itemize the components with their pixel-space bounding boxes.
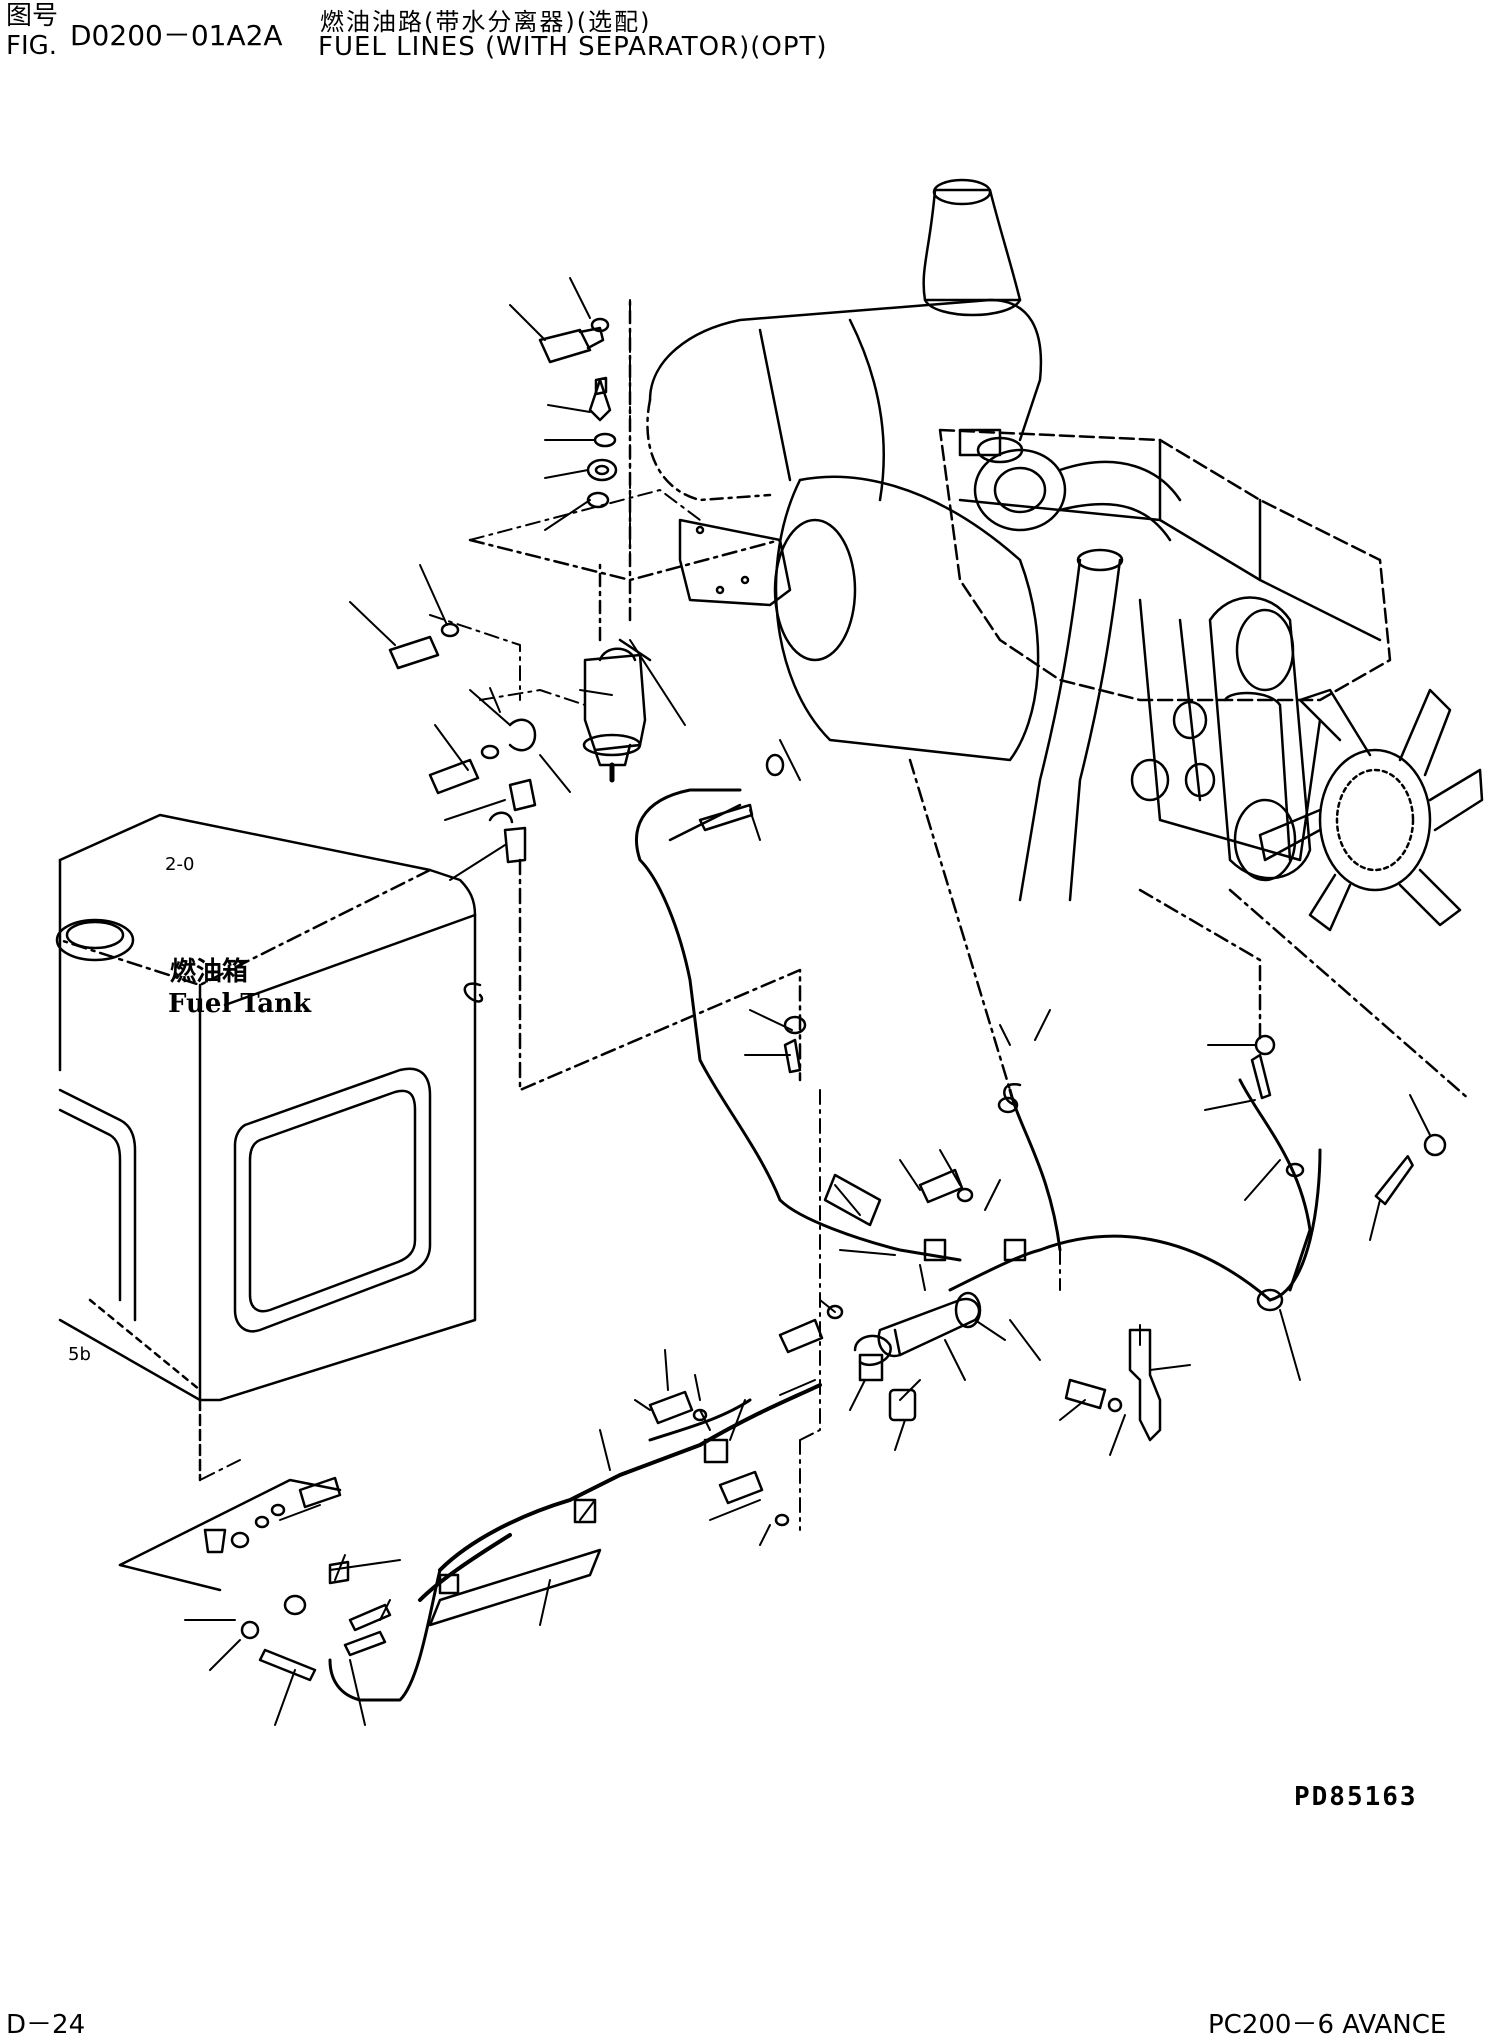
fuel-tubes <box>328 788 1322 1702</box>
header: 图号 FIG. D0200－01A2A 燃油油路(带水分离器)(选配) FUEL… <box>0 0 1486 70</box>
tank-label-en: Fuel Tank <box>168 989 312 1019</box>
fig-label-en: FIG. <box>6 31 58 61</box>
tank-mark-top: 2-0 <box>165 854 194 875</box>
assembly-reference-lines <box>199 299 1061 1531</box>
fig-label-cn: 图号 <box>6 1 59 31</box>
page-number: D－24 <box>6 2010 86 2040</box>
leader-lines <box>184 277 1431 1726</box>
picture-code: PD85163 <box>1294 1782 1418 1812</box>
title-cn: 燃油油路(带水分离器)(选配) <box>320 8 652 36</box>
title-en: FUEL LINES (WITH SEPARATOR)(OPT) <box>318 32 828 62</box>
engine-assembly <box>468 178 1484 1102</box>
tank-label-cn: 燃油箱 <box>170 956 248 987</box>
fig-code: D0200－01A2A <box>70 19 283 52</box>
water-separator <box>488 298 652 864</box>
model-name: PC200－6 AVANCE <box>1208 2010 1447 2040</box>
fuel-tank: 燃油箱 Fuel Tank 2-0 5b <box>55 813 484 1592</box>
tank-mark-bottom: 5b <box>68 1344 91 1365</box>
